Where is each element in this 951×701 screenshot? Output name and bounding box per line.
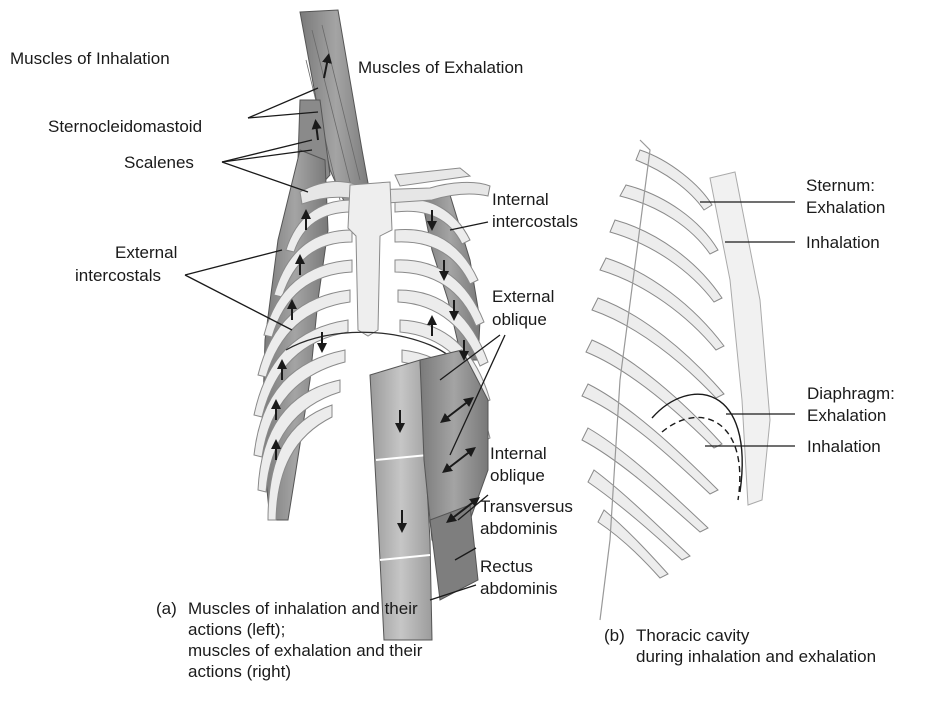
rectus-abdominis-label-line2: abdominis [480, 579, 558, 599]
transversus-abdominis-label-line2: abdominis [480, 519, 558, 539]
caption-b-line1: Thoracic cavity [636, 625, 749, 646]
muscles-of-exhalation-label: Muscles of Exhalation [358, 58, 523, 78]
transversus-abdominis-label-line1: Transversus [480, 497, 573, 517]
internal-oblique-label-line2: oblique [490, 466, 545, 486]
transversus-abdominis-muscle [430, 505, 478, 600]
sternum-exhalation-label: Exhalation [806, 198, 885, 218]
rectus-abdominis-label-line1: Rectus [480, 557, 533, 577]
sternocleidomastoid-label: Sternocleidomastoid [48, 117, 202, 137]
external-oblique-label-line2: oblique [492, 310, 547, 330]
internal-intercostals-label-line2: intercostals [492, 212, 578, 232]
sternum-label-line1: Sternum: [806, 176, 875, 196]
external-intercostals-label-line2: intercostals [75, 266, 161, 286]
caption-a-line4: actions (right) [188, 661, 291, 682]
caption-b: (b) Thoracic cavity during inhalation an… [604, 625, 949, 673]
external-intercostals-label-line1: External [115, 243, 177, 263]
muscles-of-inhalation-label: Muscles of Inhalation [10, 49, 170, 69]
scalenes-label: Scalenes [124, 153, 194, 173]
diaphragm-exhalation-label: Exhalation [807, 406, 886, 426]
caption-a-tag: (a) [156, 598, 177, 619]
caption-a: (a) Muscles of inhalation and their acti… [156, 598, 516, 694]
diaphragm-inhalation-label: Inhalation [807, 437, 881, 457]
thoracic-cavity-lateral [582, 140, 770, 620]
internal-oblique-label-line1: Internal [490, 444, 547, 464]
caption-a-line2: actions (left); [188, 619, 285, 640]
external-oblique-label-line1: External [492, 287, 554, 307]
sternum-inhalation-label: Inhalation [806, 233, 880, 253]
diaphragm-label-line1: Diaphragm: [807, 384, 895, 404]
caption-a-line3: muscles of exhalation and their [188, 640, 422, 661]
caption-b-tag: (b) [604, 625, 625, 646]
caption-b-line2: during inhalation and exhalation [636, 646, 876, 667]
caption-a-line1: Muscles of inhalation and their [188, 598, 418, 619]
internal-intercostals-label-line1: Internal [492, 190, 549, 210]
